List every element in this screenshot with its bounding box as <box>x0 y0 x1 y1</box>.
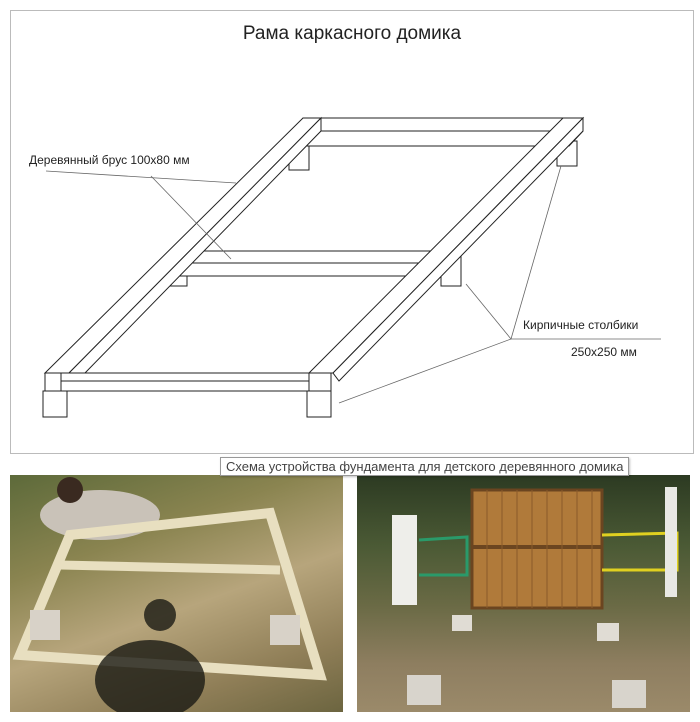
brick-post <box>452 615 472 631</box>
frame-diagram: Рама каркасного домика Деревянный брус 1… <box>10 10 694 454</box>
brick-post <box>42 390 68 418</box>
photo-frame-assembly <box>10 475 343 712</box>
white-board <box>392 515 417 605</box>
front-beam <box>44 372 332 392</box>
frame-crossbeam <box>59 560 281 575</box>
shadow-head <box>144 599 176 631</box>
white-post <box>665 487 677 597</box>
image-caption-tooltip: Схема устройства фундамента для детского… <box>220 457 630 476</box>
leader-line <box>45 170 237 184</box>
leader-line <box>338 338 512 404</box>
brick-post <box>612 680 646 708</box>
frame-drawing <box>42 116 661 418</box>
leader-line <box>150 175 232 260</box>
posts-size-label: 250х250 мм <box>571 345 637 359</box>
brick-post <box>306 390 332 418</box>
panel-photo-drawing <box>392 487 679 708</box>
leader-line <box>510 165 562 340</box>
brick-post <box>30 610 60 640</box>
brick-post <box>407 675 441 705</box>
shadow <box>95 640 205 712</box>
right-rail <box>307 117 585 374</box>
photo-wooden-panel <box>357 475 690 712</box>
green-fence <box>418 535 469 577</box>
diagram-title: Рама каркасного домика <box>242 23 462 44</box>
leader-line <box>465 283 512 340</box>
brick-post <box>597 623 619 641</box>
right-rail-side <box>332 116 584 382</box>
posts-label: Кирпичные столбики <box>523 318 639 332</box>
brick-post <box>270 615 300 645</box>
frame-photo-drawing <box>12 477 327 712</box>
beam-label: Деревянный брус 100х80 мм <box>29 153 190 167</box>
panel-planks <box>486 490 593 608</box>
person-head <box>57 477 83 503</box>
